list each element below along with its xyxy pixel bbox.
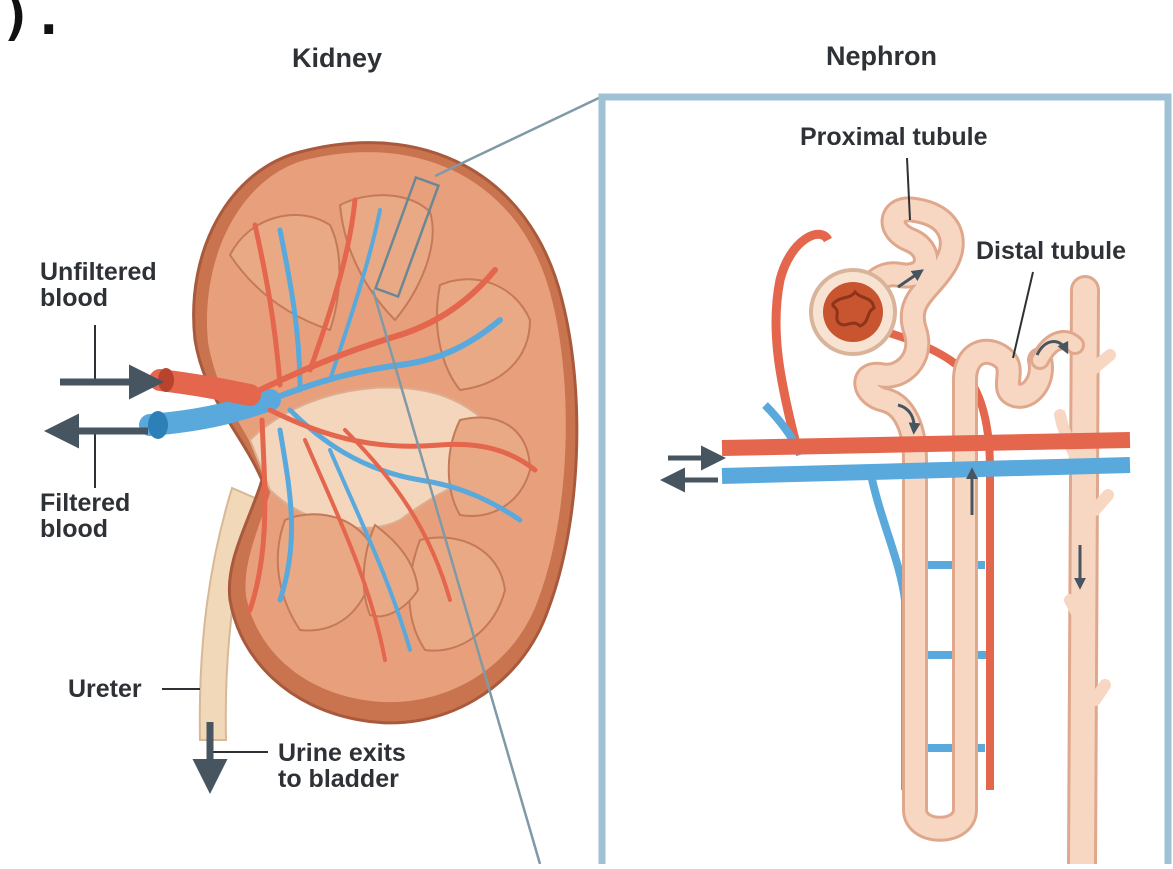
filtered-blood-line2: blood	[40, 516, 130, 542]
urine-exits-line1: Urine exits	[278, 740, 406, 766]
kidney-title: Kidney	[292, 44, 382, 72]
nephron-title: Nephron	[826, 42, 937, 70]
zoom-line-top	[435, 96, 603, 176]
arcuate-vein	[722, 465, 1130, 476]
artery-opening	[158, 368, 174, 392]
glomerulus	[823, 282, 883, 342]
unfiltered-blood-label: Unfiltered blood	[40, 259, 157, 312]
ureter-label: Ureter	[68, 676, 142, 702]
proximal-tubule-label: Proximal tubule	[800, 124, 988, 150]
vein-opening	[148, 411, 168, 439]
kidney-illustration	[148, 143, 577, 740]
filtered-blood-label: Filtered blood	[40, 490, 130, 543]
arcuate-artery	[722, 440, 1130, 448]
unfiltered-blood-line2: blood	[40, 285, 157, 311]
distal-tubule-label: Distal tubule	[976, 238, 1126, 264]
urine-exits-label: Urine exits to bladder	[278, 740, 406, 793]
unfiltered-blood-line1: Unfiltered	[40, 259, 157, 285]
corner-text: ).	[0, 0, 65, 45]
urine-exits-line2: to bladder	[278, 766, 406, 792]
filtered-blood-line1: Filtered	[40, 490, 130, 516]
